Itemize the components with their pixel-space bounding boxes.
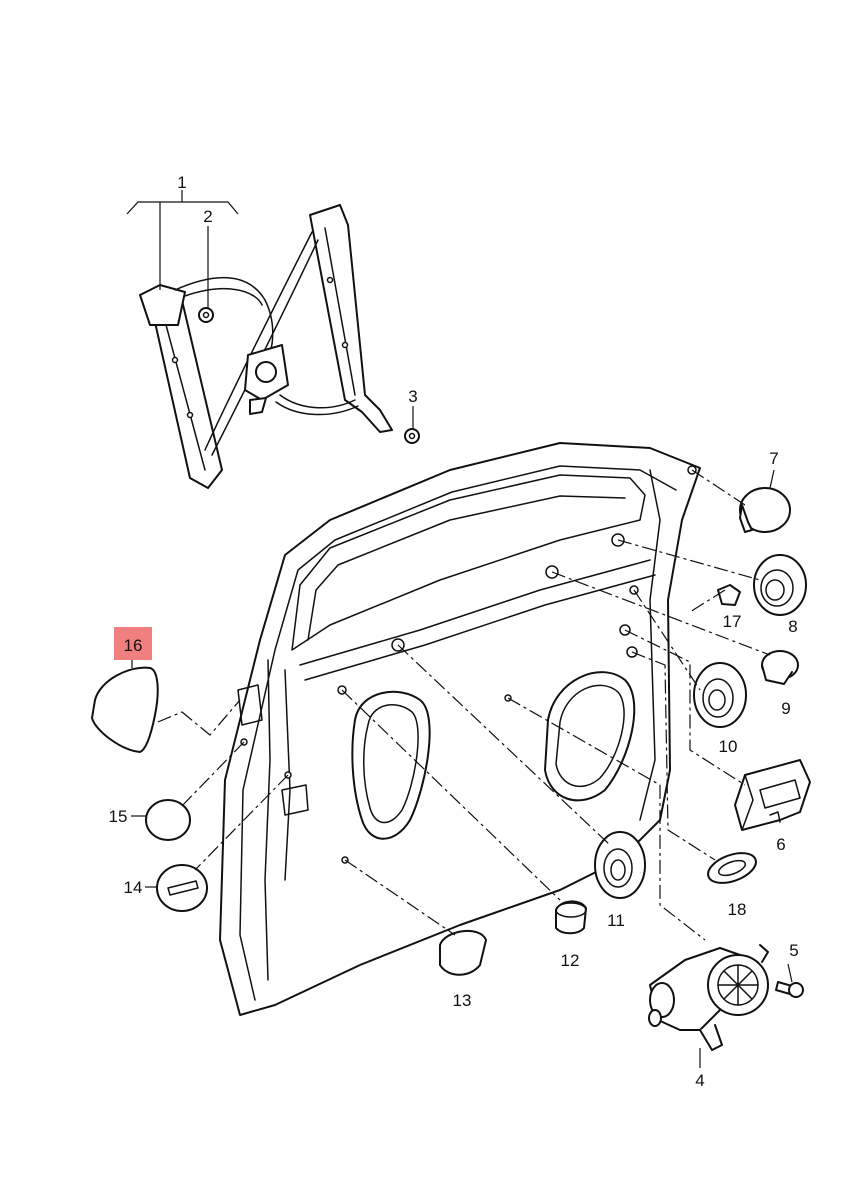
callout-5: 5 [789,941,798,960]
part-13-cap [439,929,487,976]
callout-2: 2 [203,207,212,226]
part-8-grommet [753,554,807,616]
part-16-pad [91,666,159,753]
callout-17: 17 [723,612,742,631]
part-17-clip [717,584,741,606]
part-7-cap [739,487,791,533]
part-15-cap [145,799,191,841]
callout-9: 9 [781,699,790,718]
part-6-control-unit [734,759,811,831]
callout-12: 12 [561,951,580,970]
callout-labels: 1 2 3 4 5 6 7 8 9 10 11 12 13 14 15 16 1… [109,173,799,1090]
callout-8: 8 [788,617,797,636]
callout-16: 16 [124,636,143,655]
callout-11: 11 [607,911,625,930]
callout-15: 15 [109,807,128,826]
callout-4: 4 [695,1071,704,1090]
callout-3: 3 [408,387,417,406]
door-inner-panel [219,442,701,1016]
small-parts [91,487,811,1051]
callout-16-highlight [114,627,152,660]
part-11-grommet [594,831,646,899]
part-14-plug [156,864,208,912]
callout-13: 13 [453,991,472,1010]
callout-7: 7 [769,449,778,468]
part-5-screw [775,981,804,998]
callout-10: 10 [719,737,738,756]
window-regulator [139,204,420,489]
part-18-seal [707,852,757,884]
part-4-motor [648,944,769,1051]
callout-1: 1 [177,173,186,192]
callout-6: 6 [776,835,785,854]
callout-18: 18 [728,900,747,919]
leader-lines [126,190,793,1068]
callout-14: 14 [124,878,143,897]
